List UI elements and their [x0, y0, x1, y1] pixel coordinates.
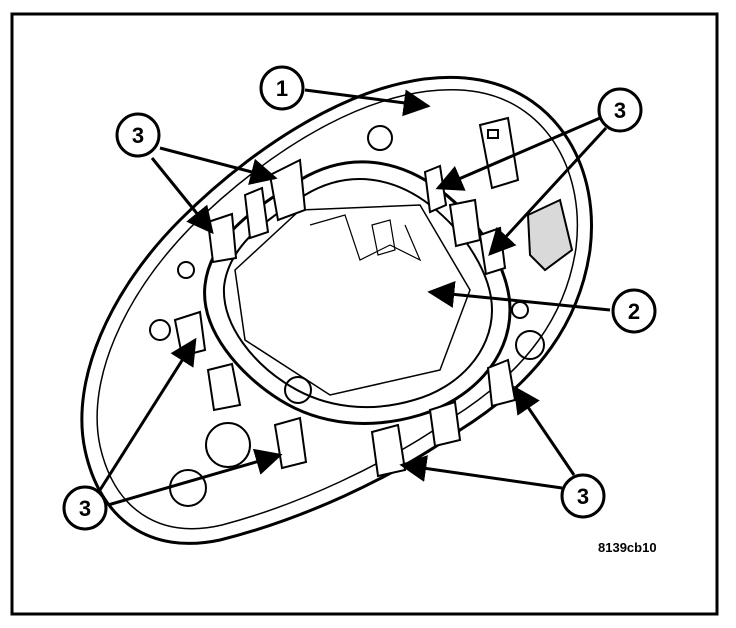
- leader-arrows: [98, 88, 611, 507]
- arrow-2: [427, 280, 611, 312]
- mounting-holes: [149, 125, 545, 507]
- arrow-3-br-a: [399, 455, 563, 490]
- arrow-1: [304, 88, 431, 117]
- svg-text:1: 1: [276, 76, 288, 101]
- svg-text:2: 2: [628, 299, 640, 324]
- callout-3-bottom-right: 3: [560, 473, 606, 519]
- arrow-3-tr-a: [435, 116, 601, 191]
- arrow-3-tr-b: [488, 126, 608, 256]
- callout-2: 2: [611, 288, 657, 334]
- mirror-glass-shell: [80, 75, 593, 545]
- callout-3-top-left: 3: [115, 112, 161, 158]
- connector-block: [478, 116, 574, 272]
- arrow-3-tl-b: [150, 157, 214, 235]
- svg-text:3: 3: [577, 484, 589, 509]
- callout-3-bottom-left: 3: [62, 485, 108, 531]
- arrow-3-bl-b: [107, 448, 283, 507]
- callout-3-top-right: 3: [597, 87, 643, 133]
- svg-text:3: 3: [614, 98, 626, 123]
- figure-id: 8139cb10: [598, 540, 657, 555]
- svg-text:3: 3: [132, 123, 144, 148]
- arrow-3-bl-a: [98, 337, 197, 491]
- arrow-3-br-b: [513, 385, 576, 476]
- arrow-3-tl-a: [159, 146, 278, 185]
- svg-text:3: 3: [79, 496, 91, 521]
- callout-1: 1: [259, 65, 305, 111]
